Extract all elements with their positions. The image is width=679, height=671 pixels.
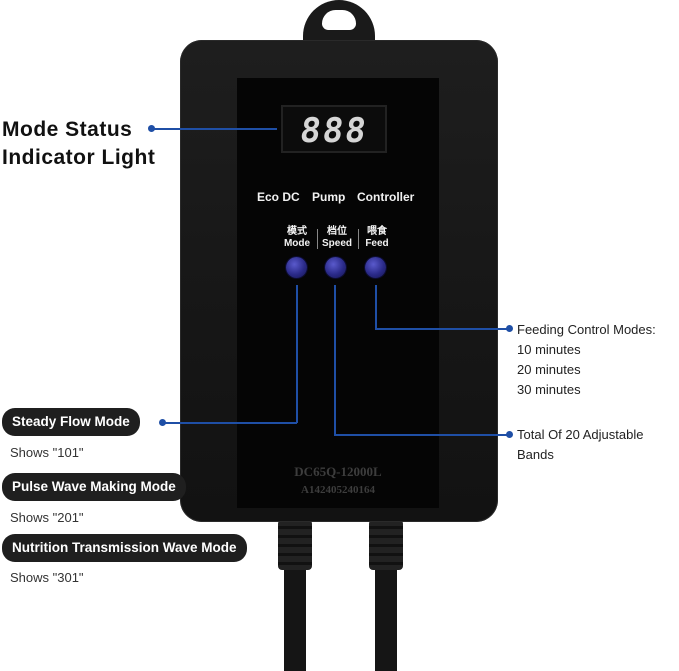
panel-title-pump: Pump xyxy=(312,190,346,204)
nutrition-wave-shows: Shows "301" xyxy=(10,570,84,585)
mode-button-label: 模式 Mode xyxy=(280,226,314,250)
bands-line2: Bands xyxy=(517,447,554,462)
pulse-wave-shows: Shows "201" xyxy=(10,510,84,525)
model-number: DC65Q-12000L xyxy=(294,464,382,479)
right-cable-strain-relief xyxy=(369,520,403,570)
feed-button-label: 喂食 Feed xyxy=(360,226,394,250)
callout-line xyxy=(334,285,336,435)
label-divider xyxy=(317,229,318,249)
nutrition-wave-mode-label: Nutrition Transmission Wave Mode xyxy=(2,534,247,562)
mode-label-en: Mode xyxy=(283,238,311,249)
adjustable-bands-callout: Total Of 20 Adjustable Bands xyxy=(517,425,643,465)
pulse-wave-mode-label: Pulse Wave Making Mode xyxy=(2,473,186,501)
panel-title-eco-dc: Eco DC xyxy=(257,190,300,204)
hanger-hole xyxy=(322,10,356,30)
steady-flow-shows: Shows "101" xyxy=(10,445,84,460)
callout-line xyxy=(163,422,297,424)
feed-button[interactable] xyxy=(365,257,386,278)
callout-line xyxy=(375,285,377,329)
feeding-control-callout: Feeding Control Modes: 10 minutes 20 min… xyxy=(517,320,656,400)
display-digits: 888 xyxy=(297,111,371,151)
panel-title-controller: Controller xyxy=(357,190,415,204)
callout-dot xyxy=(506,325,513,332)
speed-button[interactable] xyxy=(325,257,346,278)
callout-line xyxy=(334,434,508,436)
speed-label-en: Speed xyxy=(321,238,352,249)
serial-number: A142405240164 xyxy=(301,484,375,496)
speed-button-label: 档位 Speed xyxy=(318,226,356,250)
feed-label-en: Feed xyxy=(365,238,389,249)
callout-line xyxy=(152,128,277,130)
mode-label-cn: 模式 xyxy=(287,226,307,237)
feed-label-cn: 喂食 xyxy=(367,226,387,237)
mode-status-callout: Mode Status Indicator Light xyxy=(2,116,155,172)
bands-line1: Total Of 20 Adjustable xyxy=(517,427,644,442)
left-cable-strain-relief xyxy=(278,520,312,570)
callout-dot xyxy=(159,419,166,426)
callout-dot xyxy=(506,431,513,438)
feeding-option-30: 30 minutes xyxy=(517,382,581,397)
led-display: 888 xyxy=(281,105,387,153)
callout-line xyxy=(375,328,509,330)
label-divider xyxy=(358,229,359,249)
feeding-option-10: 10 minutes xyxy=(517,342,581,357)
callout-dot xyxy=(148,125,155,132)
callout-line xyxy=(296,285,298,423)
speed-label-cn: 档位 xyxy=(327,226,347,237)
mode-status-line2: Indicator Light xyxy=(2,146,156,169)
steady-flow-mode-label: Steady Flow Mode xyxy=(2,408,140,436)
feeding-option-20: 20 minutes xyxy=(517,362,581,377)
mode-status-line1: Mode Status xyxy=(2,118,133,141)
mode-button[interactable] xyxy=(286,257,307,278)
feeding-title: Feeding Control Modes: xyxy=(517,322,656,337)
